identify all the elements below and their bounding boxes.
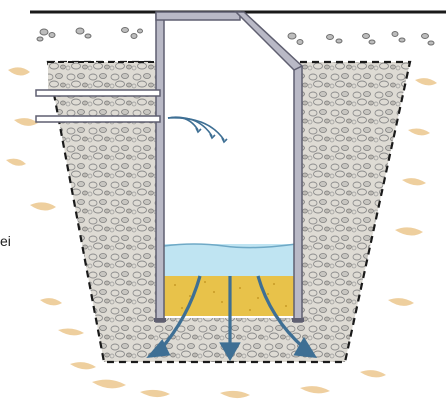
side-label: ei [0,233,11,249]
top-cap [156,12,240,20]
lower-inlet-pipe [36,116,160,122]
right-wall [294,66,302,322]
upper-inlet-pipe [36,90,160,96]
water-layer [164,244,296,276]
left-wall [156,14,164,322]
upper-gravel-band [48,62,156,90]
